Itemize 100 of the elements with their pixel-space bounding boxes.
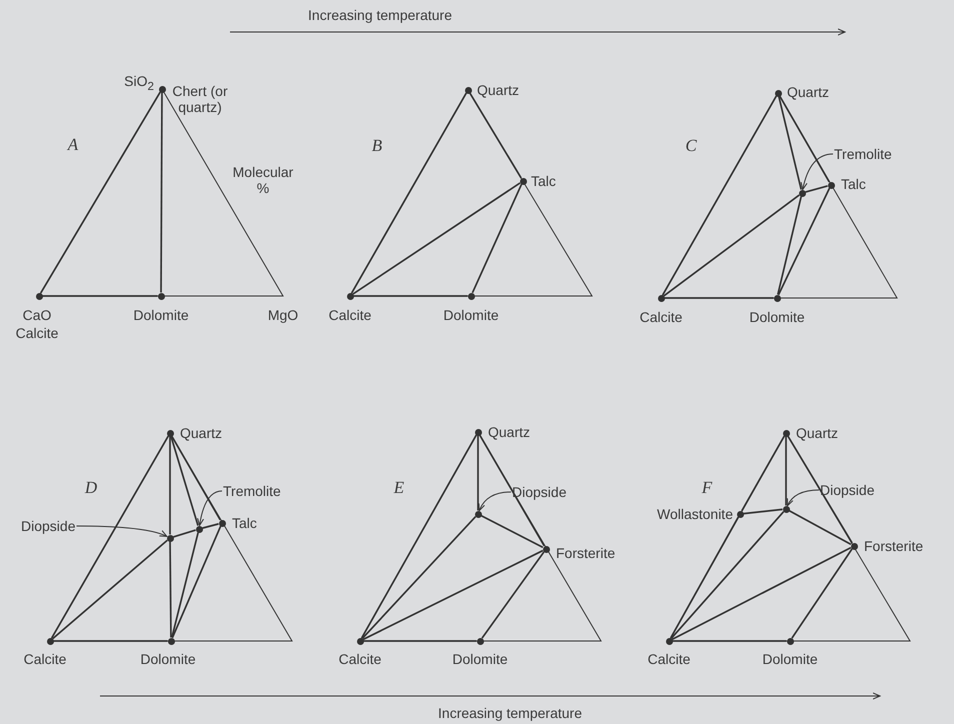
- tie-line: [481, 551, 545, 639]
- tie-line: [360, 434, 478, 638]
- temperature-label: Increasing temperature: [308, 7, 452, 23]
- mineral-name: Dolomite: [749, 309, 805, 325]
- tie-line: [52, 540, 168, 640]
- mineral-point: [798, 190, 806, 196]
- tie-line: [364, 640, 476, 642]
- panel-letter: C: [685, 138, 697, 154]
- tie-line: [672, 640, 786, 642]
- mineral-name: Quartz: [787, 84, 830, 100]
- leader-line: [197, 490, 222, 526]
- mineral-point: [158, 86, 166, 92]
- mineral-name: Talc: [232, 515, 257, 531]
- mineral-name: Quartz: [180, 425, 222, 441]
- mineral-name: Quartz: [477, 82, 520, 98]
- mineral-point: [46, 638, 54, 644]
- tie-line: [169, 436, 171, 534]
- mineral-point: [166, 534, 174, 542]
- leader-line: [800, 154, 834, 190]
- mineral-label: Tremolite: [834, 146, 892, 162]
- mineral-name: Calcite: [640, 309, 682, 325]
- mineral-name: CaO: [22, 307, 52, 323]
- mineral-point: [774, 90, 782, 96]
- mineral-point: [36, 292, 42, 300]
- mineral-name: Dolomite: [452, 651, 508, 667]
- mineral-label: Tremolite: [223, 483, 281, 499]
- tie-line: [170, 436, 199, 526]
- mineral-point: [468, 292, 474, 300]
- tie-line: [477, 436, 479, 510]
- tie-line: [778, 96, 802, 190]
- mineral-name: SiO$_{2}$: [124, 73, 154, 95]
- mineral-point: [736, 510, 744, 518]
- mineral-name: Wollastonite: [656, 506, 733, 522]
- mineral-point: [218, 520, 226, 526]
- tie-line: [40, 92, 161, 294]
- mineral-point: [356, 638, 364, 644]
- mineral-point: [346, 292, 354, 300]
- tie-line: [469, 92, 522, 178]
- tie-line: [662, 96, 777, 296]
- mineral-point: [464, 86, 472, 94]
- tie-line: [788, 510, 852, 546]
- mineral-point: [828, 182, 834, 188]
- mineral-name: Calcite: [648, 651, 690, 667]
- tie-line: [169, 542, 172, 638]
- leader-line: [786, 490, 820, 506]
- tie-line: [354, 295, 468, 297]
- tie-line: [171, 436, 221, 520]
- tie-line: [479, 434, 545, 546]
- mineral-point: [474, 428, 482, 436]
- mineral-name: Chert (or quartz): [171, 83, 229, 115]
- mineral-point: [782, 506, 790, 512]
- tie-line: [743, 508, 783, 514]
- tie-line: [672, 546, 852, 640]
- tie-line: [664, 297, 774, 299]
- tie-line: [171, 532, 199, 638]
- mineral-label: Diopside: [512, 484, 566, 500]
- tie-line: [42, 295, 158, 297]
- mineral-point: [850, 542, 858, 550]
- tie-line: [51, 436, 169, 638]
- mineral-point: [168, 638, 174, 644]
- mineral-name: Calcite: [24, 651, 66, 667]
- mineral-point: [658, 294, 664, 302]
- tie-line: [351, 92, 467, 294]
- tie-line: [805, 185, 828, 193]
- mineral-name: Quartz: [796, 425, 838, 441]
- mineral-point: [476, 638, 484, 644]
- mineral-name: Quartz: [488, 424, 530, 440]
- mineral-name: Dolomite: [140, 651, 196, 667]
- tie-line: [352, 182, 521, 295]
- tie-line: [362, 516, 476, 640]
- tie-line: [778, 188, 830, 296]
- panel-letter: F: [702, 480, 712, 496]
- axis-note: Molecular %: [232, 164, 294, 196]
- leader-line: [76, 526, 168, 537]
- mineral-point: [774, 294, 780, 302]
- mineral-point: [196, 526, 202, 532]
- leader-line: [478, 492, 512, 512]
- temperature-label: Increasing temperature: [438, 705, 582, 721]
- mineral-point: [666, 638, 672, 644]
- mineral-name: Calcite: [338, 651, 382, 667]
- tie-line: [160, 92, 163, 292]
- tie-line: [741, 436, 785, 512]
- mineral-name: Calcite: [328, 307, 372, 323]
- mineral-label: Diopside: [21, 518, 76, 534]
- tie-line: [779, 96, 830, 182]
- mineral-name: Dolomite: [133, 307, 189, 323]
- mineral-name: Dolomite: [443, 307, 499, 323]
- mineral-label: Diopside: [820, 482, 874, 498]
- mineral-point: [474, 510, 482, 518]
- tie-line: [202, 523, 219, 529]
- mineral-name: Talc: [841, 176, 866, 192]
- tie-line: [173, 529, 196, 538]
- mineral-point: [520, 178, 526, 184]
- tie-line: [472, 184, 522, 294]
- tie-line: [791, 548, 853, 639]
- tie-line: [776, 196, 802, 295]
- mineral-point: [166, 430, 174, 436]
- panel-letter: D: [84, 480, 98, 496]
- tie-line: [787, 436, 853, 544]
- mineral-name: Dolomite: [762, 651, 818, 667]
